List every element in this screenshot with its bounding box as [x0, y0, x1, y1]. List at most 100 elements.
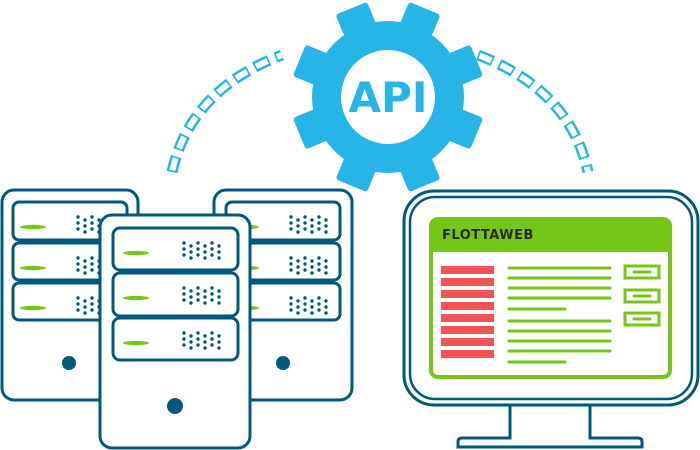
vent-dot	[210, 331, 214, 335]
vent-dot	[76, 296, 80, 300]
vent-dot	[189, 256, 193, 260]
vent-dot	[203, 334, 207, 338]
vent-dot	[310, 271, 314, 275]
power-button-icon	[276, 356, 290, 370]
vent-dot	[217, 289, 221, 293]
vent-dot	[317, 296, 321, 300]
vent-dot	[296, 265, 300, 269]
vent-dot	[296, 218, 300, 222]
vent-dot	[303, 268, 307, 272]
vent-dot	[90, 302, 94, 306]
vent-dot	[76, 268, 80, 272]
api-label: API	[349, 73, 428, 122]
vent-dot	[196, 241, 200, 245]
api-gear-icon: API	[293, 2, 483, 192]
vent-dot	[90, 268, 94, 272]
vent-dot	[196, 331, 200, 335]
vent-dot	[324, 259, 328, 263]
vent-dot	[317, 221, 321, 225]
vent-dot	[90, 308, 94, 312]
menu-bar	[441, 290, 494, 298]
vent-dot	[324, 271, 328, 275]
vent-dot	[217, 301, 221, 305]
menu-bar	[441, 266, 494, 274]
vent-dot	[83, 305, 87, 309]
vent-dot	[182, 241, 186, 245]
vent-dot	[317, 302, 321, 306]
menu-bar	[441, 338, 494, 346]
vent-dot	[303, 308, 307, 312]
vent-dot	[196, 298, 200, 302]
vent-dot	[303, 302, 307, 306]
vent-dot	[303, 262, 307, 266]
vent-dot	[324, 305, 328, 309]
vent-dot	[310, 311, 314, 315]
vent-dot	[210, 253, 214, 257]
vent-dot	[189, 244, 193, 248]
vent-dot	[317, 215, 321, 219]
vent-dot	[310, 218, 314, 222]
vent-dot	[289, 227, 293, 231]
vent-dot	[289, 215, 293, 219]
vent-dot	[289, 302, 293, 306]
monitor-icon: FLOTTAWEB	[402, 189, 700, 449]
vent-dot	[210, 298, 214, 302]
vent-dot	[83, 259, 87, 263]
vent-dot	[303, 227, 307, 231]
vent-dot	[210, 337, 214, 341]
menu-bar	[441, 302, 494, 310]
vent-dot	[189, 334, 193, 338]
vent-dot	[289, 256, 293, 260]
vent-dot	[76, 221, 80, 225]
vent-dot	[324, 230, 328, 234]
vent-dot	[324, 265, 328, 269]
vent-dot	[210, 343, 214, 347]
vent-dot	[203, 301, 207, 305]
vent-dot	[189, 295, 193, 299]
menu-bar	[441, 314, 494, 322]
vent-dot	[296, 271, 300, 275]
vent-dot	[210, 286, 214, 290]
sidebar-menu-bars	[441, 266, 494, 358]
power-button-icon	[62, 356, 76, 370]
vent-dot	[296, 299, 300, 303]
vent-dot	[189, 301, 193, 305]
status-led	[20, 224, 46, 230]
vent-dot	[296, 259, 300, 263]
vent-dot	[182, 343, 186, 347]
vent-dot	[97, 218, 101, 222]
vent-dot	[76, 262, 80, 266]
vent-dot	[210, 241, 214, 245]
vent-dot	[196, 292, 200, 296]
vent-dot	[317, 308, 321, 312]
vent-dot	[182, 331, 186, 335]
vent-dot	[217, 334, 221, 338]
power-button-icon	[167, 398, 183, 414]
vent-dot	[83, 299, 87, 303]
vent-dot	[317, 262, 321, 266]
vent-dots	[123, 241, 221, 350]
vent-dot	[310, 224, 314, 228]
status-led	[123, 295, 149, 301]
vent-dot	[76, 256, 80, 260]
vent-dot	[310, 259, 314, 263]
vent-dot	[196, 337, 200, 341]
vent-dot	[90, 227, 94, 231]
flottaweb-logo: FLOTTAWEB	[442, 228, 534, 243]
vent-dot	[203, 346, 207, 350]
vent-dot	[203, 295, 207, 299]
vent-dot	[83, 218, 87, 222]
vent-dot	[83, 265, 87, 269]
vent-dot	[83, 230, 87, 234]
vent-dot	[203, 244, 207, 248]
vent-dot	[210, 247, 214, 251]
vent-dot	[196, 253, 200, 257]
connection-arc-left	[166, 49, 284, 174]
vent-dot	[203, 256, 207, 260]
vent-dot	[196, 247, 200, 251]
vent-dot	[83, 224, 87, 228]
vent-dot	[289, 308, 293, 312]
vent-dot	[303, 215, 307, 219]
vent-dot	[324, 311, 328, 315]
